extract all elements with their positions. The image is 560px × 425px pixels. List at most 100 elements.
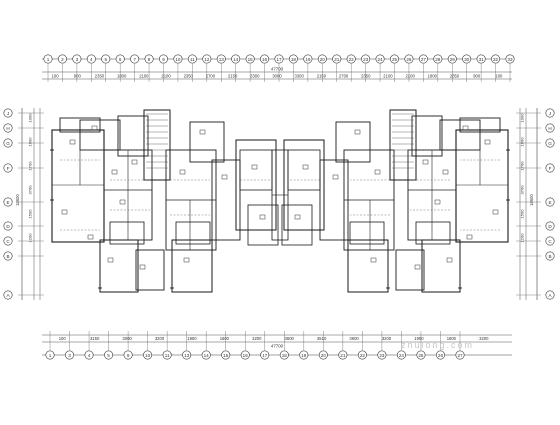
left-axis-J-circle [3, 108, 13, 118]
top-axis-19-circle [303, 54, 313, 64]
south-bedroom-1 [421, 239, 461, 293]
room-details [50, 113, 510, 289]
top-axis-5: 5 [104, 57, 107, 62]
unit-c-corridor [235, 139, 277, 231]
electrical-box [484, 139, 491, 145]
bottom-dim-7: 3600 [285, 336, 295, 341]
top-dim-0: 100 [52, 74, 60, 79]
unit-c-room [287, 149, 321, 191]
left-axis-A: A [6, 293, 10, 298]
south-hall-2 [175, 221, 211, 245]
bottom-axis-26: 26 [438, 353, 444, 358]
top-axis-28-circle [433, 54, 443, 64]
electrical-box [492, 209, 499, 215]
bottom-dim-8: 3510 [317, 336, 327, 341]
top-axis-25-circle [389, 54, 399, 64]
top-axis-25: 25 [392, 57, 398, 62]
unit-a-living [455, 129, 509, 243]
right-dim-4: 1500 [520, 209, 525, 219]
left-axis-J: J [7, 111, 9, 116]
top-axis-31: 31 [479, 57, 485, 62]
top-axis-22-circle [346, 54, 356, 64]
top-axis-11: 11 [190, 57, 195, 62]
right-dim-3: 3700 [520, 185, 525, 195]
electrical-box [221, 174, 228, 180]
top-axis-21: 21 [334, 57, 340, 62]
stair-core-left [143, 109, 171, 181]
south-bedroom-2 [171, 239, 213, 293]
right-axis-D: D [548, 224, 552, 229]
right-axis-E-circle [545, 197, 555, 207]
electrical-box [302, 164, 309, 170]
bottom-axis-21: 21 [340, 353, 346, 358]
bottom-axis-26-circle [435, 350, 445, 360]
top-dim-13: 2700 [339, 74, 349, 79]
bottom-dim-1: 3150 [90, 336, 100, 341]
bottom-dim-6: 3200 [252, 336, 262, 341]
left-axis-C: C [6, 239, 10, 244]
bottom-axis-11: 11 [165, 353, 170, 358]
left-overall-dim: 18600 [15, 194, 20, 206]
top-axis-31-circle [476, 54, 486, 64]
top-overall-dim: 47700 [271, 67, 284, 72]
unit-a-bath [117, 115, 149, 157]
bottom-dim-3: 3200 [155, 336, 165, 341]
top-axis-8-circle [144, 54, 154, 64]
top-dim-10: 3000 [272, 74, 282, 79]
electrical-box [462, 125, 469, 131]
left-axis-G-circle [3, 138, 13, 148]
top-axis-14: 14 [233, 57, 239, 62]
left-dim-2: 1700 [28, 161, 33, 171]
top-dim-2: 2350 [95, 74, 105, 79]
south-hall-1 [109, 221, 145, 245]
right-axis-A: A [548, 293, 552, 298]
bottom-axis-11-circle [162, 350, 172, 360]
electrical-box [466, 234, 473, 240]
top-axis-16-circle [260, 54, 270, 64]
top-axis-16: 16 [262, 57, 268, 62]
bottom-axis-3: 3 [68, 353, 71, 358]
left-dim-4: 1500 [28, 209, 33, 219]
top-axis-29-circle [447, 54, 457, 64]
bottom-dim-2: 3000 [122, 336, 132, 341]
south-bath-1 [135, 249, 165, 291]
bottom-axis-16-circle [240, 350, 250, 360]
top-axis-21-circle [332, 54, 342, 64]
top-dim-14: 2350 [361, 74, 371, 79]
top-dim-5: 2100 [161, 74, 171, 79]
bottom-dim-11: 1900 [414, 336, 424, 341]
top-dim-19: 900 [473, 74, 481, 79]
electrical-box [179, 169, 186, 175]
bottom-axis-24: 24 [399, 353, 405, 358]
top-axis-33-circle [505, 54, 515, 64]
top-axis-33: 33 [507, 57, 513, 62]
bottom-dim-5: 1600 [220, 336, 230, 341]
left-axis-F: F [7, 166, 10, 171]
left-axis-B-circle [3, 251, 13, 261]
right-overall-dim: 18600 [529, 194, 534, 206]
left-dim-5: 1200 [28, 233, 33, 243]
top-axis-15-circle [245, 54, 255, 64]
top-axis-14-circle [231, 54, 241, 64]
top-dim-16: 2100 [405, 74, 415, 79]
bottom-axis-19-circle [299, 350, 309, 360]
electrical-box [139, 264, 146, 270]
bottom-axis-15: 15 [223, 353, 229, 358]
bottom-axis-20: 20 [321, 353, 327, 358]
unit-c-room-2 [247, 204, 279, 246]
right-axis-B-circle [545, 251, 555, 261]
electrical-box [131, 159, 138, 165]
bottom-axis-9: 9 [127, 353, 130, 358]
top-axis-10-circle [173, 54, 183, 64]
top-dim-9: 3300 [250, 74, 260, 79]
electrical-box [354, 129, 361, 135]
top-axis-32-circle [491, 54, 501, 64]
bottom-axis-14-circle [201, 350, 211, 360]
bottom-axis-23-circle [377, 350, 387, 360]
top-dim-1: 900 [74, 74, 82, 79]
electrical-box [91, 125, 98, 131]
top-dim-17: 1800 [428, 74, 438, 79]
electrical-box [111, 169, 118, 175]
top-axis-12: 12 [204, 57, 210, 62]
